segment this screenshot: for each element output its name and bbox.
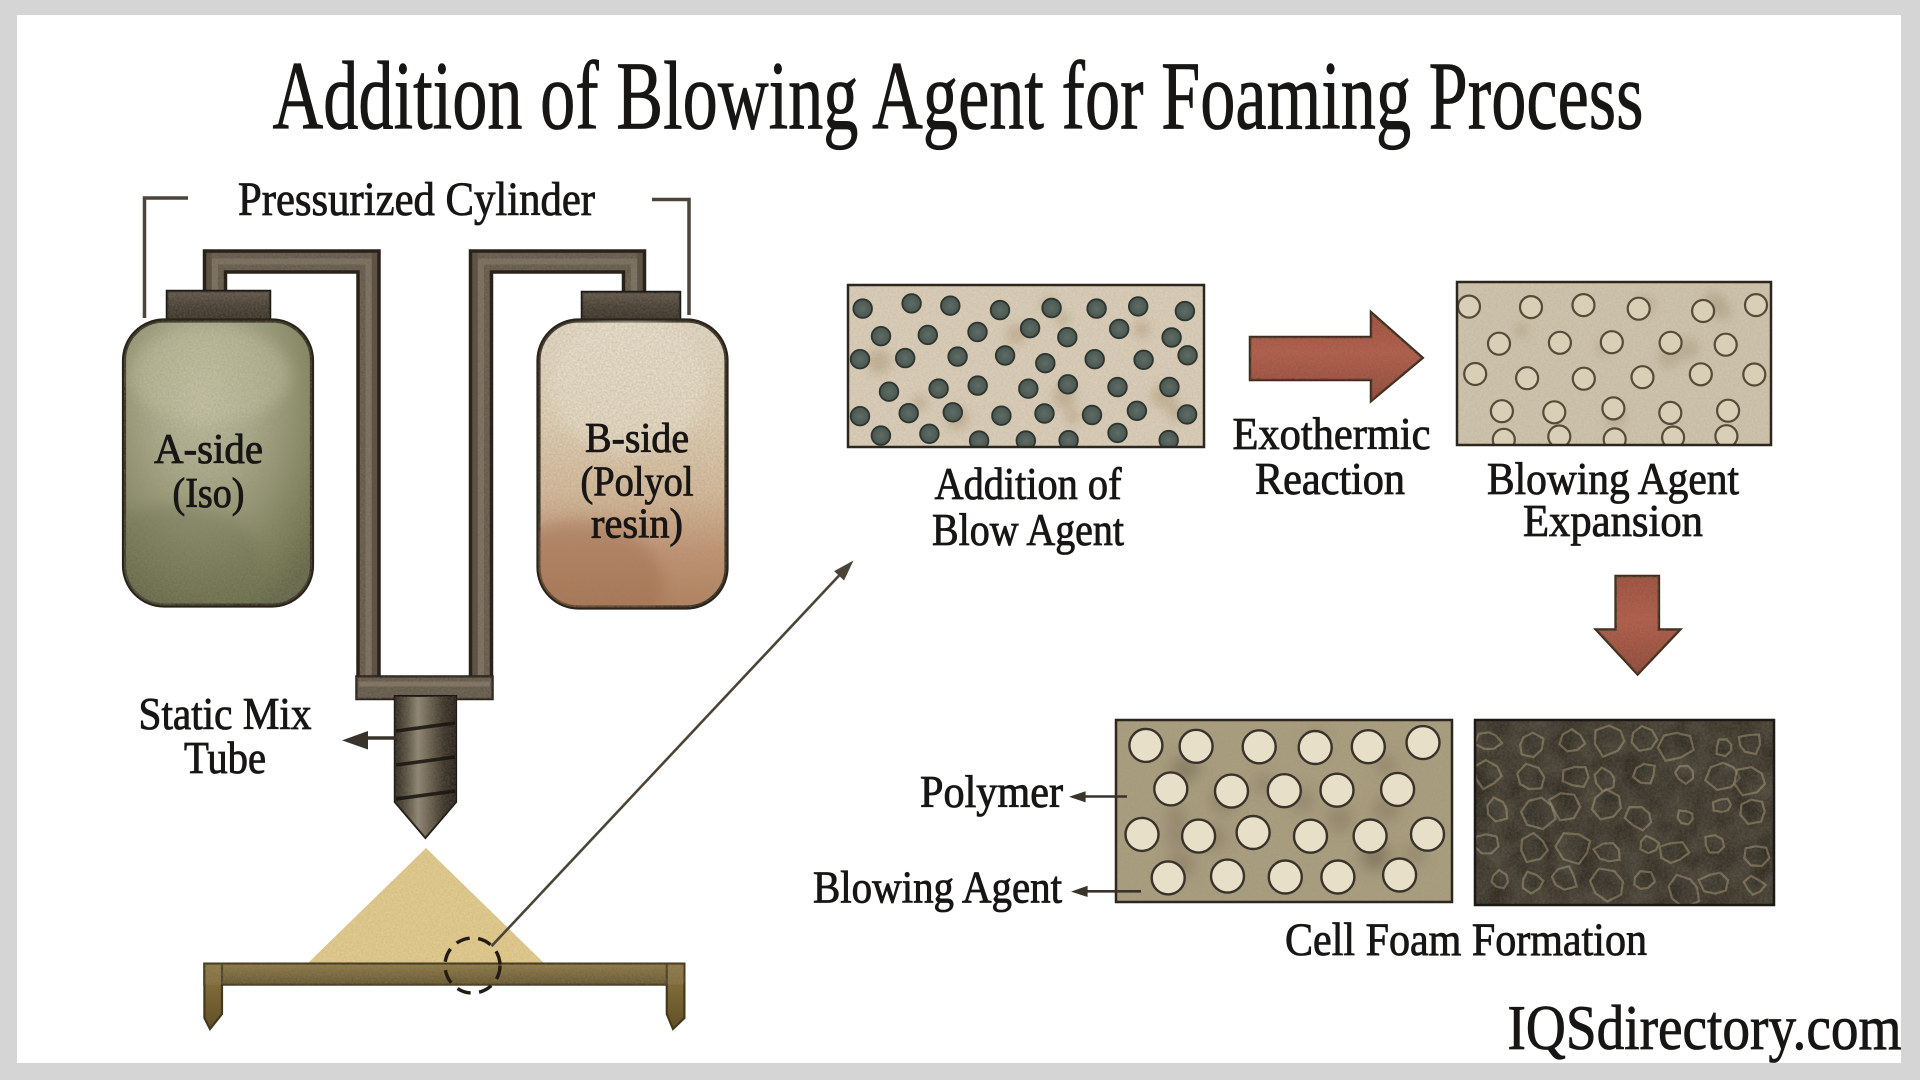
svg-text:Addition of Blowing Agent for: Addition of Blowing Agent for Foaming Pr… — [273, 43, 1644, 151]
svg-text:(Polyol: (Polyol — [581, 460, 694, 506]
svg-text:Blowing Agent: Blowing Agent — [1487, 454, 1739, 504]
svg-text:Exothermic: Exothermic — [1233, 409, 1431, 459]
svg-text:resin): resin) — [591, 502, 683, 548]
svg-text:Tube: Tube — [184, 733, 266, 783]
svg-text:B-side: B-side — [585, 416, 689, 462]
svg-text:Blowing Agent: Blowing Agent — [813, 863, 1062, 913]
svg-text:A-side: A-side — [154, 427, 263, 473]
svg-text:Cell Foam Formation: Cell Foam Formation — [1285, 914, 1647, 966]
svg-text:Blow Agent: Blow Agent — [932, 505, 1124, 555]
svg-text:Reaction: Reaction — [1255, 454, 1405, 504]
svg-text:Polymer: Polymer — [920, 767, 1063, 817]
svg-text:Pressurized Cylinder: Pressurized Cylinder — [238, 173, 595, 226]
svg-text:Addition of: Addition of — [935, 459, 1122, 509]
svg-text:Expansion: Expansion — [1523, 496, 1703, 546]
svg-text:(Iso): (Iso) — [173, 471, 245, 517]
svg-text:IQSdirectory.com: IQSdirectory.com — [1508, 992, 1902, 1063]
svg-text:Static Mix: Static Mix — [139, 689, 312, 739]
